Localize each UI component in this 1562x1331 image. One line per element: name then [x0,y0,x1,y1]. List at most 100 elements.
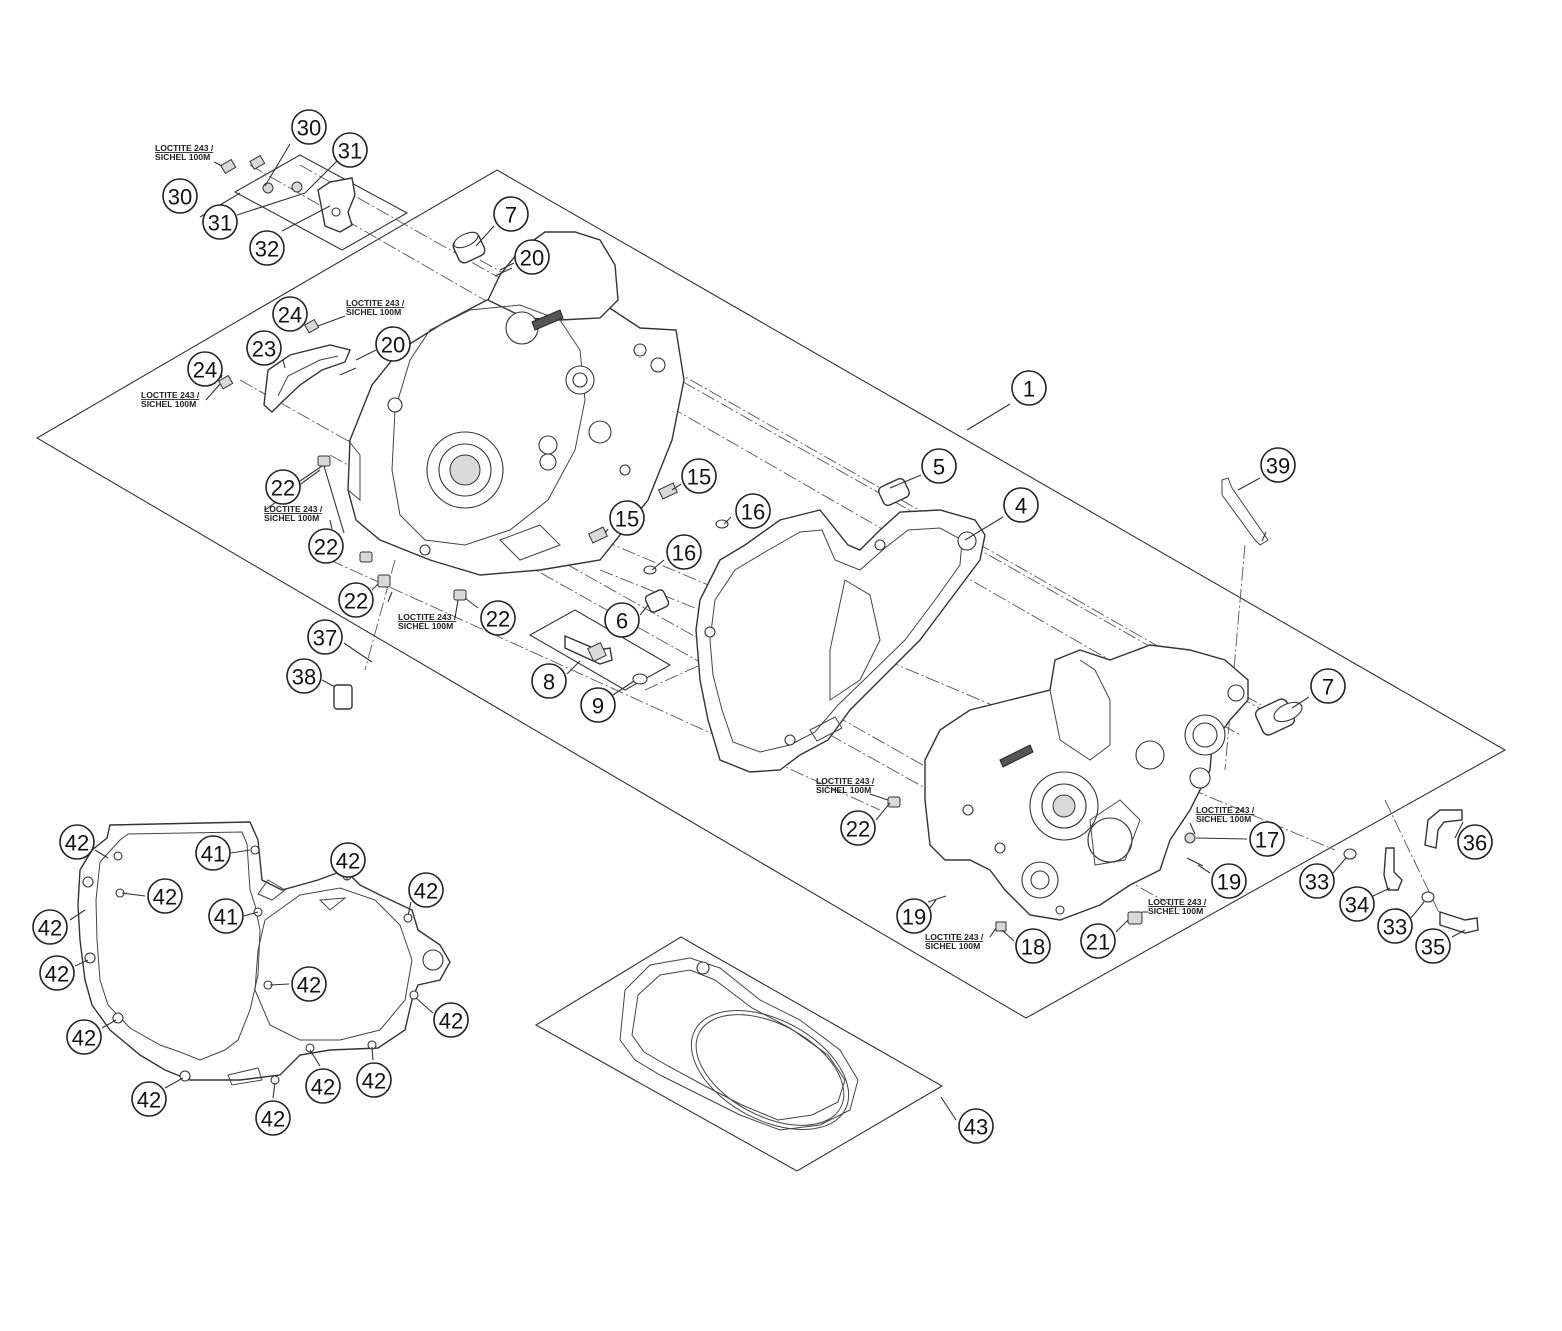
callout-16: 16 [666,534,702,570]
callout-label: 30 [168,185,192,210]
callout-circle [493,196,529,232]
callout-circle [1299,863,1335,899]
callout-label: 38 [292,665,316,690]
callout-label: 31 [338,139,362,164]
callout-circle [308,528,344,564]
callout-circle [958,1108,994,1144]
callout-39: 39 [1260,447,1296,483]
callout-label: 31 [208,211,232,236]
callout-42: 42 [32,909,68,945]
callout-circle [681,458,717,494]
callout-circle [338,582,374,618]
callout-circle [32,909,68,945]
callout-label: 41 [201,842,225,867]
callout-22: 22 [480,600,516,636]
callout-circle [735,493,771,529]
callout-circle [147,878,183,914]
callout-22: 22 [840,810,876,846]
callout-circle [249,230,285,266]
callout-30: 30 [162,178,198,214]
loctite-note: LOCTITE 243 /SICHEL 100M [346,298,405,317]
callout-label: 42 [362,1069,386,1094]
callout-34: 34 [1339,886,1375,922]
loctite-note-line2: SICHEL 100M [346,307,401,317]
callout-7: 7 [1310,668,1346,704]
callout-circle [291,966,327,1002]
callout-24: 24 [272,296,308,332]
gasket-kit-frame [534,936,944,1172]
callout-label: 42 [336,849,360,874]
callout-22: 22 [338,582,374,618]
callout-label: 33 [1305,870,1329,895]
loctite-note-line2: SICHEL 100M [141,399,196,409]
loctite-note-line1: LOCTITE 243 / [141,390,200,400]
callout-label: 22 [486,607,510,632]
callout-circle [162,178,198,214]
callout-circle [286,658,322,694]
callout-42: 42 [66,1019,102,1055]
callout-5: 5 [921,448,957,484]
loctite-note: LOCTITE 243 /SICHEL 100M [925,932,984,951]
loctite-note: LOCTITE 243 /SICHEL 100M [264,504,323,523]
callout-circle [1310,668,1346,704]
callout-label: 42 [261,1107,285,1132]
callout-circle [59,824,95,860]
loctite-note-line1: LOCTITE 243 / [816,776,875,786]
callout-circle [480,600,516,636]
loctite-note-line2: SICHEL 100M [1148,906,1203,916]
callout-circle [1415,928,1451,964]
callout-22: 22 [265,469,301,505]
callout-circle [896,898,932,934]
callout-label: 33 [1383,915,1407,940]
callout-circle [1339,886,1375,922]
gasket-kit-contents [619,957,859,1131]
callout-41: 41 [208,898,244,934]
callout-42: 42 [291,966,327,1002]
callout-42: 42 [59,824,95,860]
callout-label: 15 [615,507,639,532]
small-parts [217,154,1479,934]
callout-31: 31 [332,132,368,168]
callout-42: 42 [255,1100,291,1136]
callout-circle [514,239,550,275]
callout-32: 32 [249,230,285,266]
callout-6: 6 [604,602,640,638]
callout-4: 4 [1003,487,1039,523]
loctite-note: LOCTITE 243 /SICHEL 100M [398,612,457,631]
callout-label: 17 [1255,828,1279,853]
right-crankcase-half [924,644,1249,921]
callout-label: 43 [964,1115,988,1140]
callout-18: 18 [1015,928,1051,964]
callout-label: 42 [72,1026,96,1051]
callout-label: 4 [1015,494,1027,519]
callout-circle [609,500,645,536]
callout-circle [356,1062,392,1098]
callout-33: 33 [1299,863,1335,899]
callout-15: 15 [681,458,717,494]
callout-21: 21 [1080,923,1116,959]
callout-circle [307,619,343,655]
loctite-note-line2: SICHEL 100M [264,513,319,523]
callout-label: 7 [1322,675,1334,700]
callout-label: 42 [65,831,89,856]
callout-42: 42 [408,872,444,908]
callout-circle [1011,370,1047,406]
callout-22: 22 [308,528,344,564]
callout-36: 36 [1457,824,1493,860]
callout-label: 24 [193,358,217,383]
callout-label: 42 [153,885,177,910]
callout-circle [666,534,702,570]
callout-label: 41 [214,905,238,930]
callout-circle [1377,908,1413,944]
callout-circle [408,872,444,908]
callout-42: 42 [433,1002,469,1038]
callout-label: 18 [1021,935,1045,960]
callout-label: 24 [278,303,302,328]
callout-circle [255,1100,291,1136]
callout-circle [208,898,244,934]
callout-label: 6 [616,609,628,634]
callout-circle [39,955,75,991]
